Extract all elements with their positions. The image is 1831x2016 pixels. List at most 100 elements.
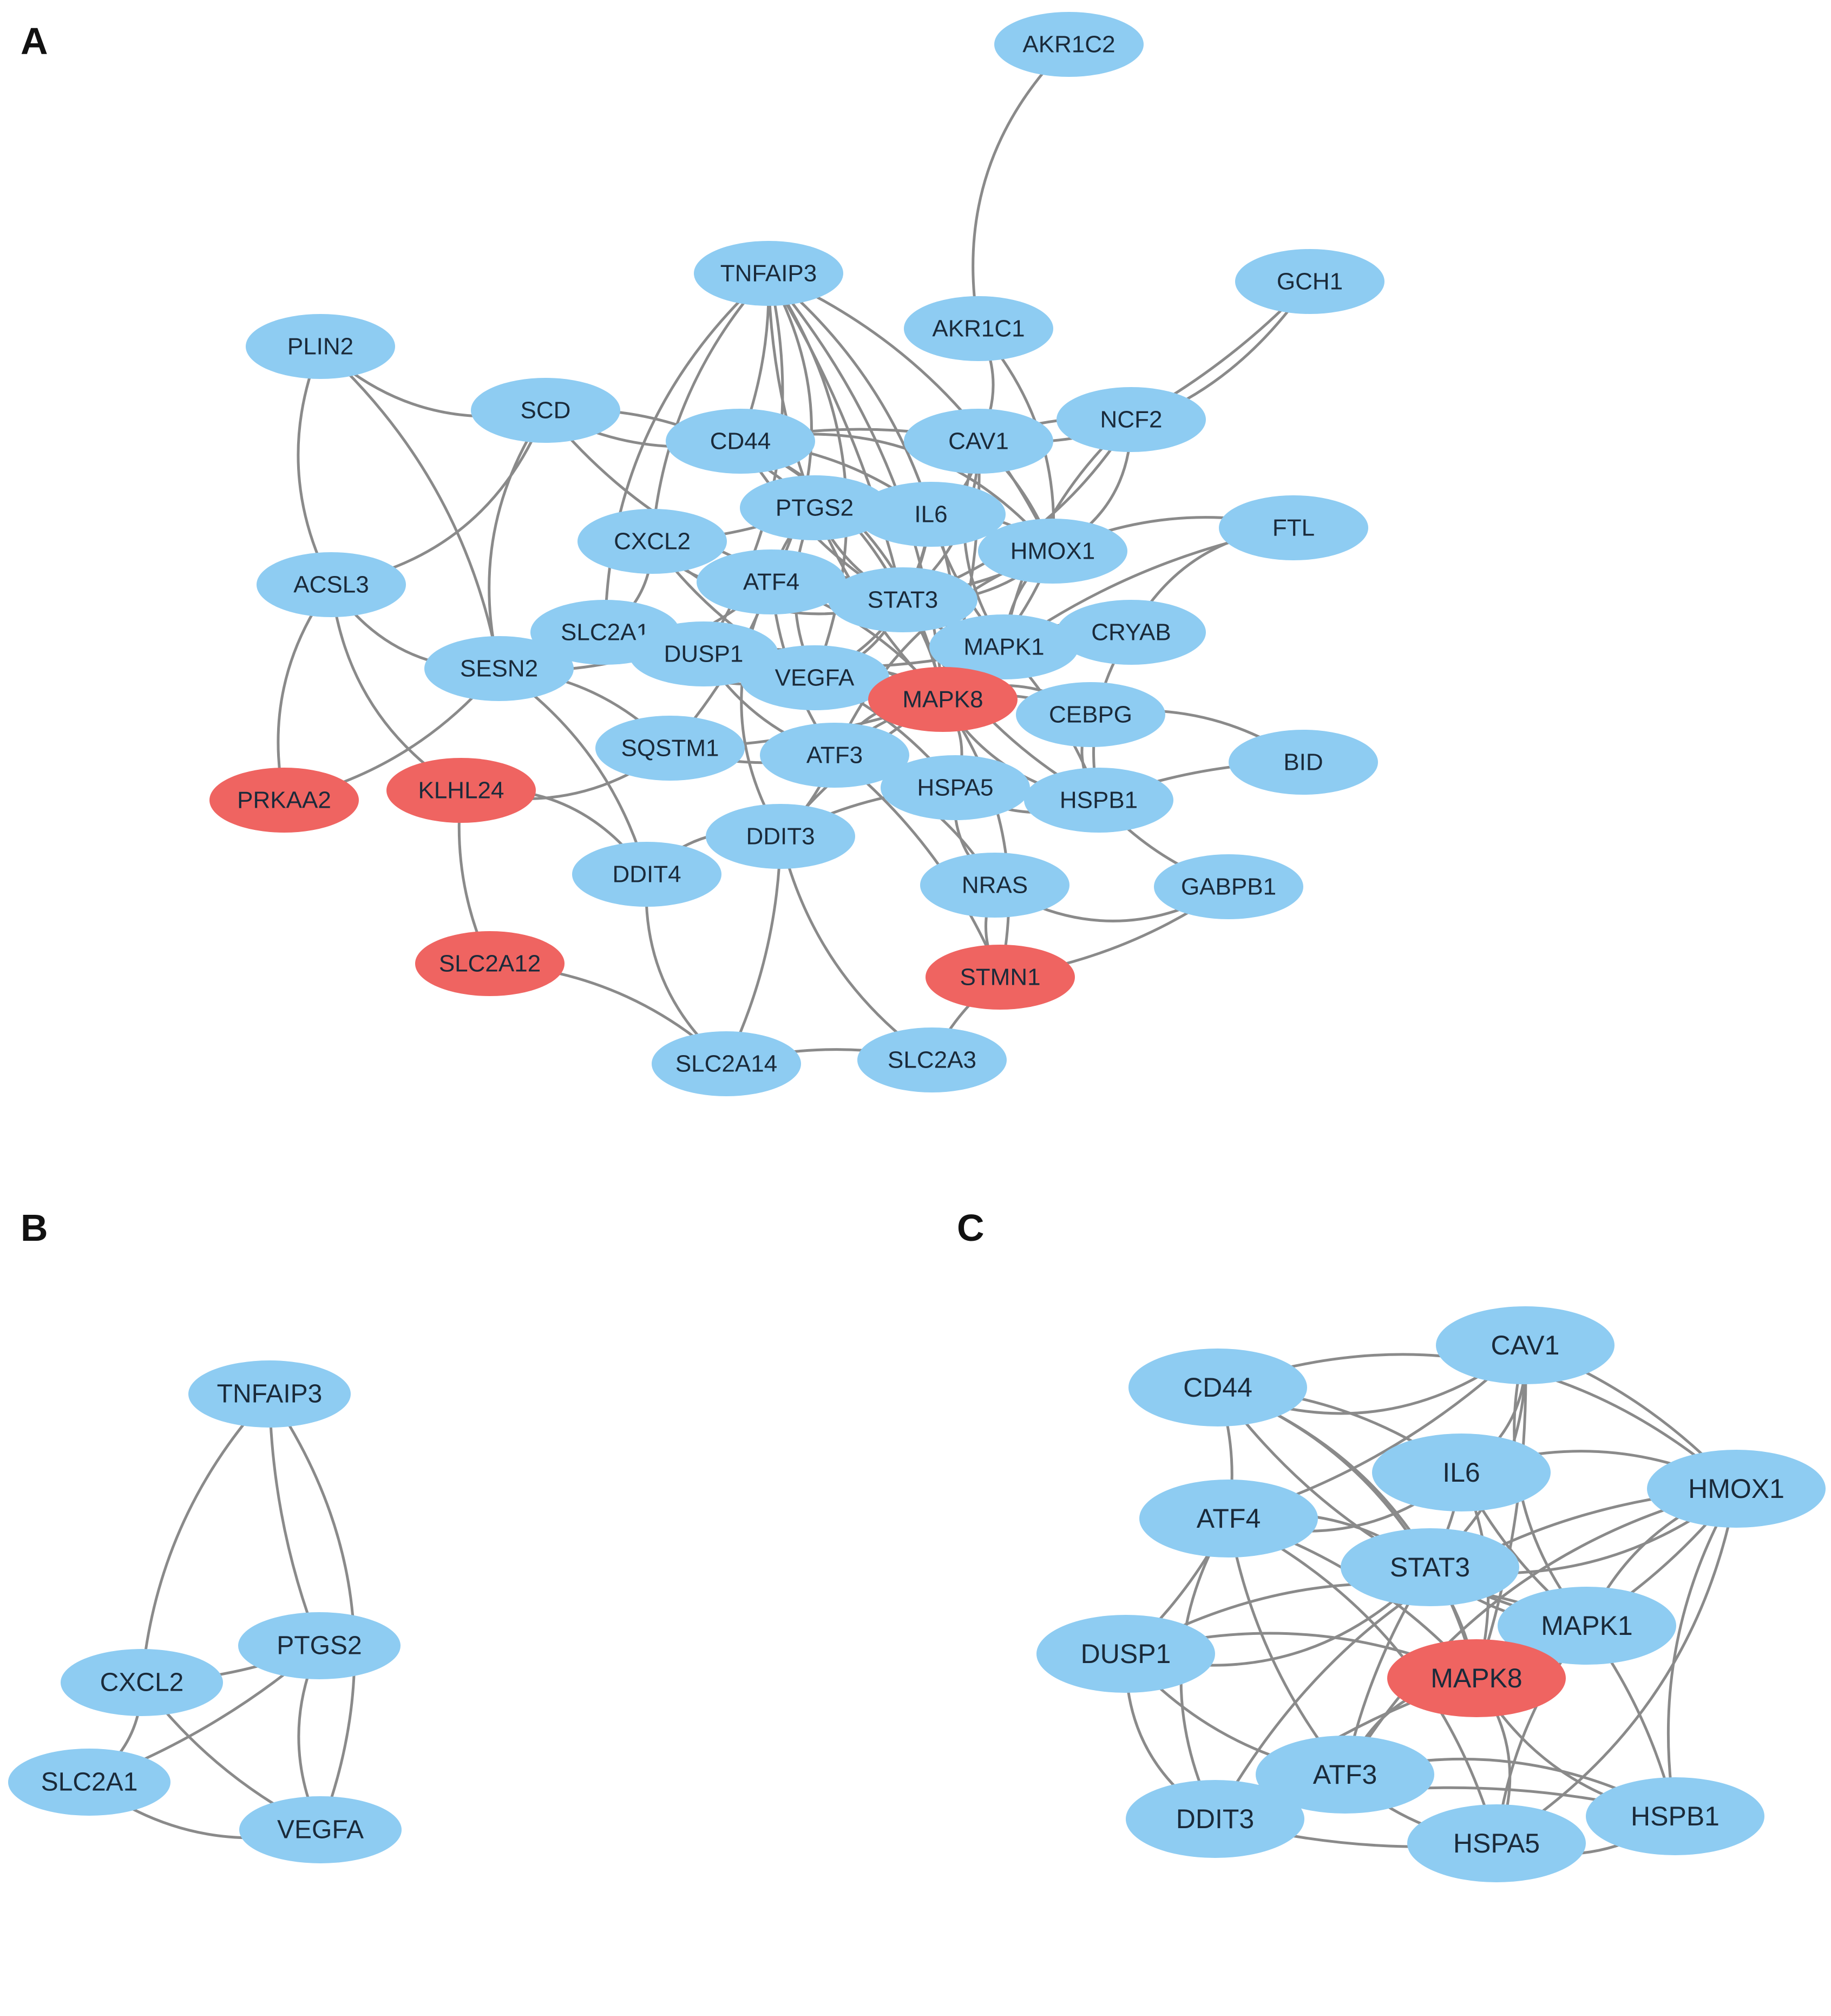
panel-a-node-shape-hspb1 xyxy=(1024,768,1173,833)
panel-a-node-label-slc2a3: SLC2A3 xyxy=(888,1047,976,1074)
panel-a-edge-plin2-acsl3 xyxy=(297,346,333,586)
panel-a-node-label-nras: NRAS xyxy=(962,872,1028,899)
panel-a-node-label-prkaa2: PRKAA2 xyxy=(237,787,331,814)
panel-a-node-il6: IL6 xyxy=(856,482,1006,547)
panel-c-node-dusp1: DUSP1 xyxy=(1036,1615,1215,1693)
panel-a-node-shape-stat3 xyxy=(828,567,977,632)
panel-c-node-hspa5: HSPA5 xyxy=(1407,1804,1586,1882)
panel-a-node-label-gch1: GCH1 xyxy=(1277,269,1343,295)
panel-a-node-label-cxcl2: CXCL2 xyxy=(614,528,691,555)
panel-c-node-label-il6: IL6 xyxy=(1442,1457,1480,1488)
panel-c-node-atf4: ATF4 xyxy=(1139,1480,1318,1557)
panel-b-node-shape-slc2a1 xyxy=(8,1749,170,1816)
panel-c-node-mapk8: MAPK8 xyxy=(1387,1639,1566,1717)
panel-a-node-akr1c1: AKR1C1 xyxy=(904,296,1053,361)
panel-c-node-label-atf4: ATF4 xyxy=(1197,1503,1261,1534)
panel-b-node-shape-vegfa xyxy=(239,1796,402,1863)
panel-c-node-label-hmox1: HMOX1 xyxy=(1688,1474,1784,1504)
panel-a-node-label-akr1c1: AKR1C1 xyxy=(932,316,1025,342)
panel-a-edge-mapk8-stmn1 xyxy=(941,698,1010,978)
panel-a-node-shape-gch1 xyxy=(1235,249,1384,314)
panel-c-node-label-ddit3: DDIT3 xyxy=(1176,1804,1254,1834)
panel-a-node-label-atf4: ATF4 xyxy=(743,569,799,595)
panel-a-edge-tnfaip3-vegfa xyxy=(767,272,848,678)
panel-a-node-hspb1: HSPB1 xyxy=(1024,768,1173,833)
panel-a-node-klhl24: KLHL24 xyxy=(386,758,536,823)
panel-b-node-shape-cxcl2 xyxy=(61,1649,223,1716)
panel-a-node-shape-nras xyxy=(920,853,1069,918)
panel-a-node-cd44: CD44 xyxy=(666,409,815,474)
panel-a-node-label-ddit3: DDIT3 xyxy=(746,823,815,850)
panel-a-node-hmox1: HMOX1 xyxy=(978,519,1127,584)
panel-a-edge-scd-sesn2 xyxy=(488,409,547,669)
panel-a-node-shape-cav1 xyxy=(904,409,1053,474)
panel-c-node-label-hspa5: HSPA5 xyxy=(1453,1828,1540,1858)
panel-a-node-label-cryab: CRYAB xyxy=(1091,619,1171,646)
panel-a-edge-tnfaip3-mapk8 xyxy=(767,272,944,700)
panel-a-edge-plin2-sesn2 xyxy=(319,345,501,669)
panel-a-node-bid: BID xyxy=(1229,730,1378,795)
panel-a-node-akr1c2: AKR1C2 xyxy=(994,12,1144,77)
panel-a-node-acsl3: ACSL3 xyxy=(257,552,406,617)
panel-a-node-stmn1: STMN1 xyxy=(926,945,1075,1010)
panel-c-node-shape-ddit3 xyxy=(1126,1780,1304,1858)
panel-c-node-label-stat3: STAT3 xyxy=(1390,1552,1470,1582)
panel-a-node-shape-cxcl2 xyxy=(577,509,727,574)
panel-a-node-shape-atf3 xyxy=(760,723,909,788)
panel-a-node-shape-ddit3 xyxy=(706,804,855,869)
panel-a-node-ncf2: NCF2 xyxy=(1056,387,1206,452)
panel-c-node-hspb1: HSPB1 xyxy=(1586,1777,1764,1855)
panel-c-network: C CAV1CD44IL6HMOX1ATF4STAT3MAPK1DUSP1MAP… xyxy=(957,1207,1826,1882)
panel-a-node-shape-mapk8 xyxy=(868,667,1018,732)
panel-a-node-shape-plin2 xyxy=(246,314,395,379)
panel-c-nodes: CAV1CD44IL6HMOX1ATF4STAT3MAPK1DUSP1MAPK8… xyxy=(1036,1306,1826,1882)
panel-a-node-label-akr1c2: AKR1C2 xyxy=(1022,31,1115,58)
panel-a-node-label-mapk8: MAPK8 xyxy=(902,686,983,713)
panel-b-node-label-vegfa: VEGFA xyxy=(277,1816,364,1844)
panel-a-node-label-stmn1: STMN1 xyxy=(960,964,1040,991)
panel-c-edge-hmox1-hspb1 xyxy=(1666,1488,1738,1817)
panel-a-node-shape-hspa5 xyxy=(881,755,1030,820)
panel-c-node-shape-hspa5 xyxy=(1407,1804,1586,1882)
panel-a-node-shape-cd44 xyxy=(666,409,815,474)
panel-c-node-shape-cav1 xyxy=(1436,1306,1615,1384)
panel-a-edge-akr1c2-akr1c1 xyxy=(972,43,1070,329)
panel-a-node-prkaa2: PRKAA2 xyxy=(209,768,359,833)
panel-b-edge-tnfaip3-ptgs2 xyxy=(268,1393,321,1646)
panel-a-node-shape-akr1c2 xyxy=(994,12,1144,77)
panel-a-node-mapk1: MAPK1 xyxy=(929,614,1079,679)
panel-b-node-ptgs2: PTGS2 xyxy=(238,1612,401,1679)
panel-b-node-label-slc2a1: SLC2A1 xyxy=(41,1768,138,1797)
panel-b-node-tnfaip3: TNFAIP3 xyxy=(188,1360,351,1428)
panel-a-node-shape-atf4 xyxy=(697,549,846,614)
panel-a-node-shape-ncf2 xyxy=(1056,387,1206,452)
panel-a-node-label-cebpg: CEBPG xyxy=(1049,702,1132,728)
panel-a-node-label-dusp1: DUSP1 xyxy=(664,641,744,667)
panel-a-node-gch1: GCH1 xyxy=(1235,249,1384,314)
panel-a-node-shape-ptgs2 xyxy=(740,475,889,540)
panel-b-node-cxcl2: CXCL2 xyxy=(61,1649,223,1716)
panel-a-node-label-cd44: CD44 xyxy=(710,428,771,455)
panel-b-edge-tnfaip3-vegfa xyxy=(268,1393,356,1830)
panel-a-node-label-hspb1: HSPB1 xyxy=(1060,787,1138,814)
panel-a-node-label-ftl: FTL xyxy=(1272,515,1315,541)
panel-a-edge-tnfaip3-slc2a1 xyxy=(603,272,770,633)
panel-c-node-shape-dusp1 xyxy=(1036,1615,1215,1693)
panel-a-edge-tnfaip3-cxcl2 xyxy=(651,272,770,542)
panel-a-node-label-slc2a12: SLC2A12 xyxy=(439,951,541,977)
panel-b-letter: B xyxy=(21,1207,48,1249)
panel-a-node-shape-sqstm1 xyxy=(595,716,745,781)
panel-a-node-ddit4: DDIT4 xyxy=(572,842,721,907)
panel-a-node-vegfa: VEGFA xyxy=(740,645,889,710)
panel-c-node-label-cav1: CAV1 xyxy=(1491,1330,1560,1360)
panel-a-node-slc2a12: SLC2A12 xyxy=(415,931,565,996)
panel-a-node-shape-sesn2 xyxy=(424,636,574,701)
panel-a-node-label-atf3: ATF3 xyxy=(806,742,863,769)
panel-a-node-cebpg: CEBPG xyxy=(1016,682,1165,747)
panel-a-node-shape-gabpb1 xyxy=(1154,854,1303,919)
panel-a-node-nras: NRAS xyxy=(920,853,1069,918)
panel-a-node-label-hmox1: HMOX1 xyxy=(1010,538,1095,565)
